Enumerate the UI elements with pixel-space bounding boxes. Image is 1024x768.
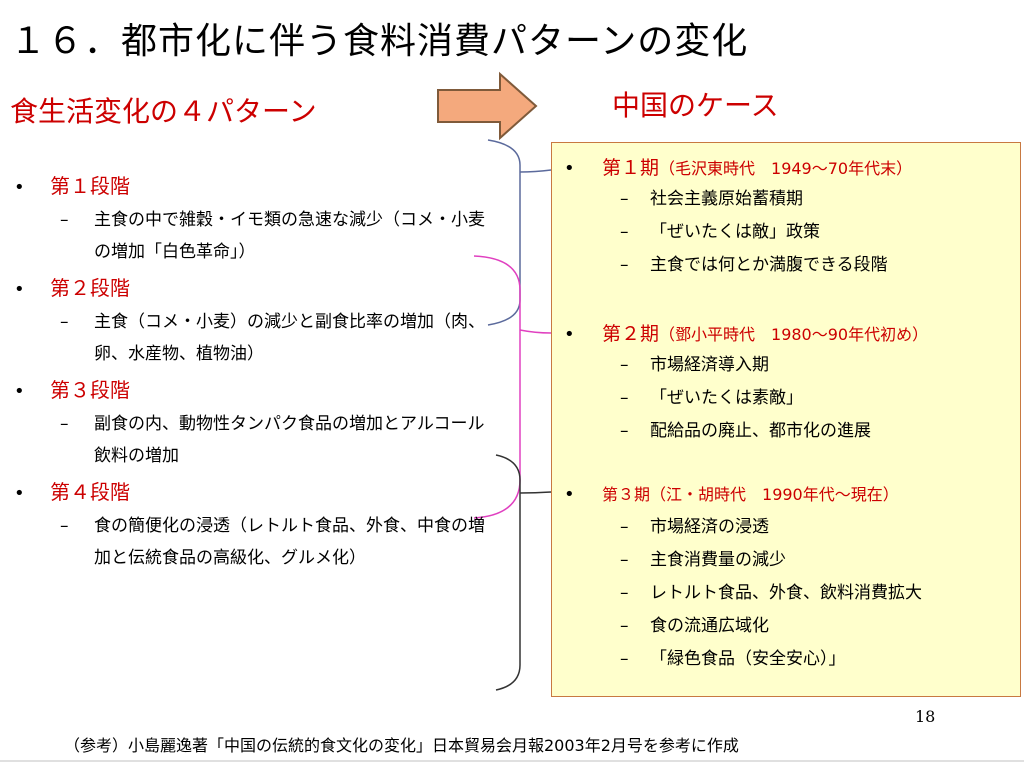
bullet: • [564,324,575,345]
dash: – [620,222,629,242]
period-item: 主食消費量の減少 [650,550,786,570]
bullet: • [14,483,25,504]
period-item: 市場経済の浸透 [650,517,769,537]
period-detail: （毛沢東時代 1949～70年代末） [659,159,913,178]
left-heading: 食生活変化の４パターン [10,95,317,128]
dash: – [620,189,629,209]
period-item: 市場経済導入期 [650,355,769,375]
stage-list: • 第１段階 – 主食の中で雑穀・イモ類の急速な減少（コメ・小麦の増加「白色革命」）… [14,170,494,574]
period-item: 「ぜいたくは敵」政策 [650,222,820,242]
period-3: • 第３期（江・胡時代 1990年代～現在） – 市場経済の浸透 – 主食消費量の減少… [564,481,1014,676]
period-item: 「緑色食品（安全安心）」 [650,649,846,669]
period-label: 第２期 [602,323,660,345]
dash: – [620,616,629,636]
period-label: 第１期 [602,157,660,179]
connector-period2 [519,329,552,334]
period-label: 第３期 [602,485,651,504]
right-arrow-icon [437,71,538,141]
stage-3: • 第３段階 – 副食の内、動物性タンパク食品の増加とアルコール飲料の増加 [14,374,494,472]
slide-title: １６．都市化に伴う食料消費パターンの変化 [10,21,749,62]
dash: – [620,355,629,375]
connector-period3 [519,491,552,494]
period-item: 「ぜいたくは素敵」 [650,388,803,408]
stage-item: 主食（コメ・小麦）の減少と副食比率の増加（肉、卵、水産物、植物油） [94,312,485,364]
period-item: レトルト食品、外食、飲料消費拡大 [650,583,922,603]
footer-divider [0,760,1024,762]
footer-note: （参考）小島麗逸著「中国の伝統的食文化の変化」日本貿易会月報2003年2月号を参… [64,736,739,755]
bullet: • [564,158,575,179]
stage-item: 副食の内、動物性タンパク食品の増加とアルコール飲料の増加 [94,414,485,466]
period-item: 配給品の廃止、都市化の進展 [650,421,871,441]
dash: – [60,414,69,434]
period-detail: （江・胡時代 1990年代～現在） [650,485,899,504]
bullet: • [564,484,575,505]
period-item: 社会主義原始蓄積期 [650,189,803,209]
period-item: 食の流通広域化 [650,616,769,636]
period-2: • 第２期（鄧小平時代 1980～90年代初め） – 市場経済導入期 – 「ぜいたくは… [564,319,1014,448]
bracket-stage34 [495,454,521,691]
dash: – [620,583,629,603]
period-1: • 第１期（毛沢東時代 1949～70年代末） – 社会主義原始蓄積期 – 「ぜいたく… [564,153,1014,282]
bullet: • [14,381,25,402]
dash: – [620,255,629,275]
stage-label: 第４段階 [50,480,130,504]
dash: – [60,312,69,332]
period-item: 主食では何とか満腹できる段階 [650,255,888,275]
dash: – [620,550,629,570]
stage-1: • 第１段階 – 主食の中で雑穀・イモ類の急速な減少（コメ・小麦の増加「白色革命」） [14,170,494,268]
stage-label: 第２段階 [50,276,130,300]
right-heading: 中国のケース [612,89,779,122]
dash: – [60,516,69,536]
stage-label: 第３段階 [50,378,130,402]
stage-label: 第１段階 [50,174,130,198]
dash: – [620,388,629,408]
period-detail: （鄧小平時代 1980～90年代初め） [659,325,929,344]
stage-4: • 第４段階 – 食の簡便化の浸透（レトルト食品、外食、中食の増加と伝統食品の高級化… [14,476,494,574]
dash: – [620,649,629,669]
bullet: • [14,177,25,198]
stage-item: 主食の中で雑穀・イモ類の急速な減少（コメ・小麦の増加「白色革命」） [94,210,485,262]
page-number: 18 [915,707,936,726]
stage-2: • 第２段階 – 主食（コメ・小麦）の減少と副食比率の増加（肉、卵、水産物、植物油） [14,272,494,370]
bullet: • [14,279,25,300]
china-case-box: • 第１期（毛沢東時代 1949～70年代末） – 社会主義原始蓄積期 – 「ぜいたく… [551,142,1021,697]
dash: – [620,517,629,537]
connector-period1 [519,169,552,173]
dash: – [620,421,629,441]
dash: – [60,210,69,230]
stage-item: 食の簡便化の浸透（レトルト食品、外食、中食の増加と伝統食品の高級化、グルメ化） [94,516,485,568]
